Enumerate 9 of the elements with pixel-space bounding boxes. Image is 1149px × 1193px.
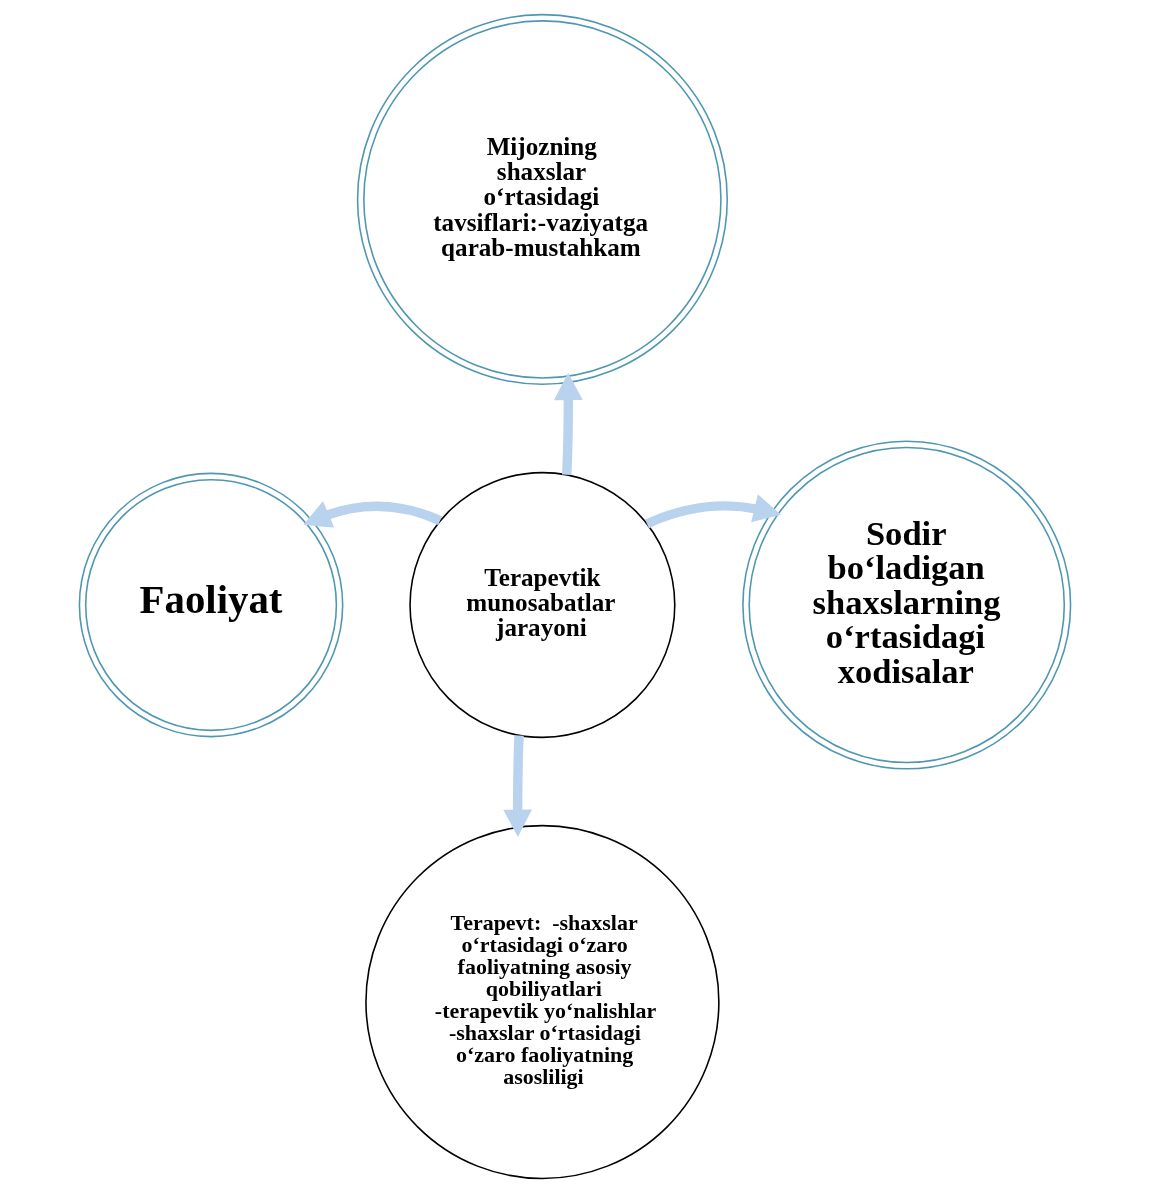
node-circle: Faoliyat <box>78 472 343 738</box>
node-circle: Sodir bo‘ladigan shaxslarning o‘rtasidagi xodisalar <box>741 440 1071 770</box>
arrow <box>644 494 781 529</box>
arrow <box>302 501 442 528</box>
node-circle: Terapevt: -shaxslar o‘rtasidagi o‘zaro faoliyatning asosiy qobiliyatlari -terapevtik yo‘nalishlar -shaxslar o‘rtasidagi o‘zaro faoliyatning asosliligi <box>364 824 720 1180</box>
arrow <box>502 735 532 837</box>
node-circle: Terapevtik munosabatlar jarayoni <box>408 471 676 739</box>
node-circle: Mijozning shaxslar o‘rtasidagi tavsiflari:-vaziyatga qarab-mustahkam <box>356 13 728 386</box>
arrow <box>553 372 583 475</box>
